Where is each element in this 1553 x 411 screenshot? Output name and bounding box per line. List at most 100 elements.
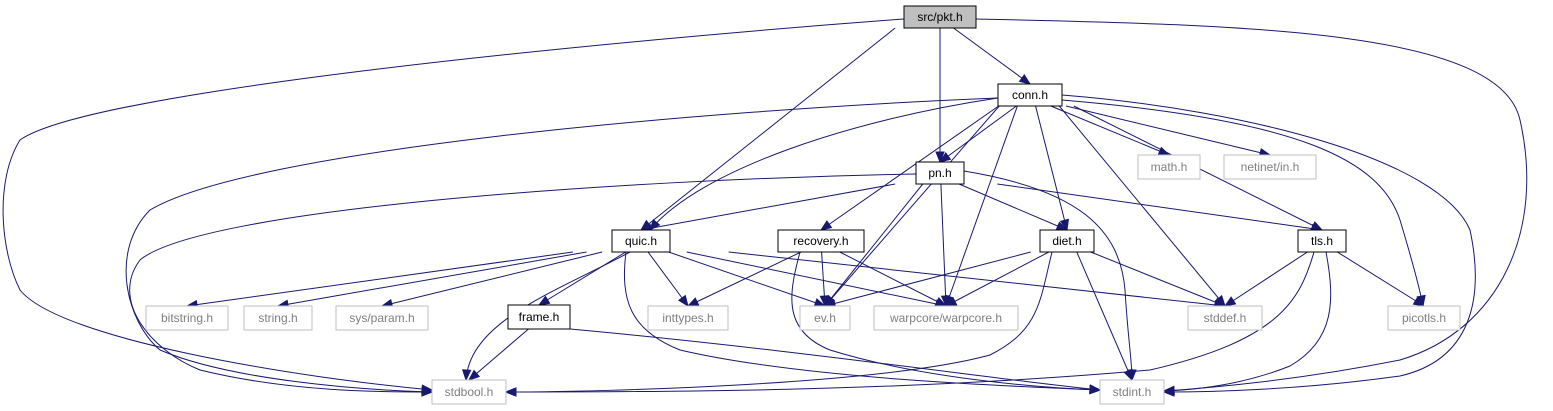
edge-line [824,183,924,307]
node-box [1297,229,1347,253]
edge-line [824,251,1031,307]
node-picotls: picotls.h [1387,305,1461,331]
arrow-head-icon [944,296,958,307]
edge-conn-to-recovery [819,105,999,231]
node-label: tls.h [1311,234,1333,248]
edge-line [1061,99,1424,307]
node-label: stdint.h [1113,385,1152,399]
node-box [647,305,729,331]
edge-line [1076,251,1133,381]
node-box [507,304,571,330]
node-warpcore: warpcore/warpcore.h [873,305,1019,331]
edge-frame-to-stdint [569,328,1102,394]
node-diet[interactable]: diet.h [1039,229,1095,253]
edge-line [381,251,603,307]
node-label: picotls.h [1402,311,1446,325]
edge-line [1090,251,1226,307]
edge-line [1224,251,1308,307]
node-label: inttypes.h [662,311,713,325]
node-recovery[interactable]: recovery.h [777,229,865,253]
edge-line [975,18,1528,392]
node-label: warpcore/warpcore.h [889,311,1002,325]
node-box [1137,154,1201,180]
edge-diet-to-stddef [1090,251,1227,307]
arrow-head-icon [819,295,830,308]
edge-line [1061,94,1476,393]
edge-pkt-to-conn [953,27,1032,85]
edge-line [963,170,1133,381]
edge-diet-to-warpcore [944,251,1050,307]
edge-line [686,251,947,307]
edge-quic-to-string [276,251,587,309]
edge-line [129,173,917,393]
node-label: stdbool.h [445,385,494,399]
node-conn[interactable]: conn.h [997,83,1063,107]
edge-line [820,105,999,231]
edge-pn-to-warpcore [940,183,951,308]
edge-line [186,251,573,307]
arrow-head-icon [1162,385,1175,396]
edge-line [505,251,1315,393]
edge-line [945,105,1018,307]
edge-line [277,251,587,307]
node-label: src/pkt.h [917,10,962,24]
arrow-head-icon [940,295,951,308]
node-box [777,229,865,253]
node-box [1099,379,1165,405]
arrow-head-icon [1123,368,1133,382]
edge-conn-to-math [1050,105,1171,156]
node-netinet: netinet/in.h [1223,154,1317,180]
edge-pn-to-stdint [963,170,1137,382]
edge-quic-to-frame [537,251,626,306]
edge-line [940,183,947,307]
node-box [915,161,965,185]
node-pkt[interactable]: src/pkt.h [903,5,977,29]
node-box [873,305,1019,331]
node-label: diet.h [1052,234,1081,248]
node-ev: ev.h [799,305,851,331]
node-label: math.h [1151,160,1188,174]
node-box [1223,154,1317,180]
node-box [903,5,977,29]
node-label: recovery.h [793,234,848,248]
edge-frame-to-stdbool [467,328,529,381]
edge-line [647,251,689,307]
arrow-head-icon [421,387,434,397]
node-box [1387,305,1461,331]
node-pn[interactable]: pn.h [915,161,965,185]
edge-line [649,97,999,231]
node-label: pn.h [928,166,951,180]
node-label: quic.h [625,234,657,248]
edge-line [125,97,999,393]
arrow-head-icon [935,151,945,164]
edge-quic-to-bitstring [185,251,573,310]
edge-pkt-to-pn [935,28,945,164]
arrow-head-icon [1089,384,1102,394]
node-label: conn.h [1012,88,1048,102]
node-quic[interactable]: quic.h [611,229,671,253]
edge-conn-to-stddef [1058,105,1226,308]
node-label: stddef.h [1204,311,1247,325]
edge-conn-to-pn [938,105,1017,163]
node-label: netinet/in.h [1241,160,1300,174]
node-box [243,305,313,331]
edge-line [468,328,529,381]
edge-pkt-to-stdint [975,18,1528,396]
edge-recovery-to-inttypes [686,251,802,307]
node-frame[interactable]: frame.h [507,304,571,330]
edge-line [945,251,1050,307]
node-tls[interactable]: tls.h [1297,229,1347,253]
edge-line [640,183,896,231]
edge-line [569,328,1101,391]
edge-line [2,18,905,391]
edge-conn-to-diet [1035,105,1070,232]
edge-line [791,251,1101,391]
edge-pn-to-stdbool [129,173,917,397]
node-box [1039,229,1095,253]
node-bitstring: bitstring.h [145,305,229,331]
edge-pkt-to-quic [639,27,896,231]
edge-line [997,183,1323,231]
arrow-head-icon [504,387,517,397]
node-box [335,305,429,331]
